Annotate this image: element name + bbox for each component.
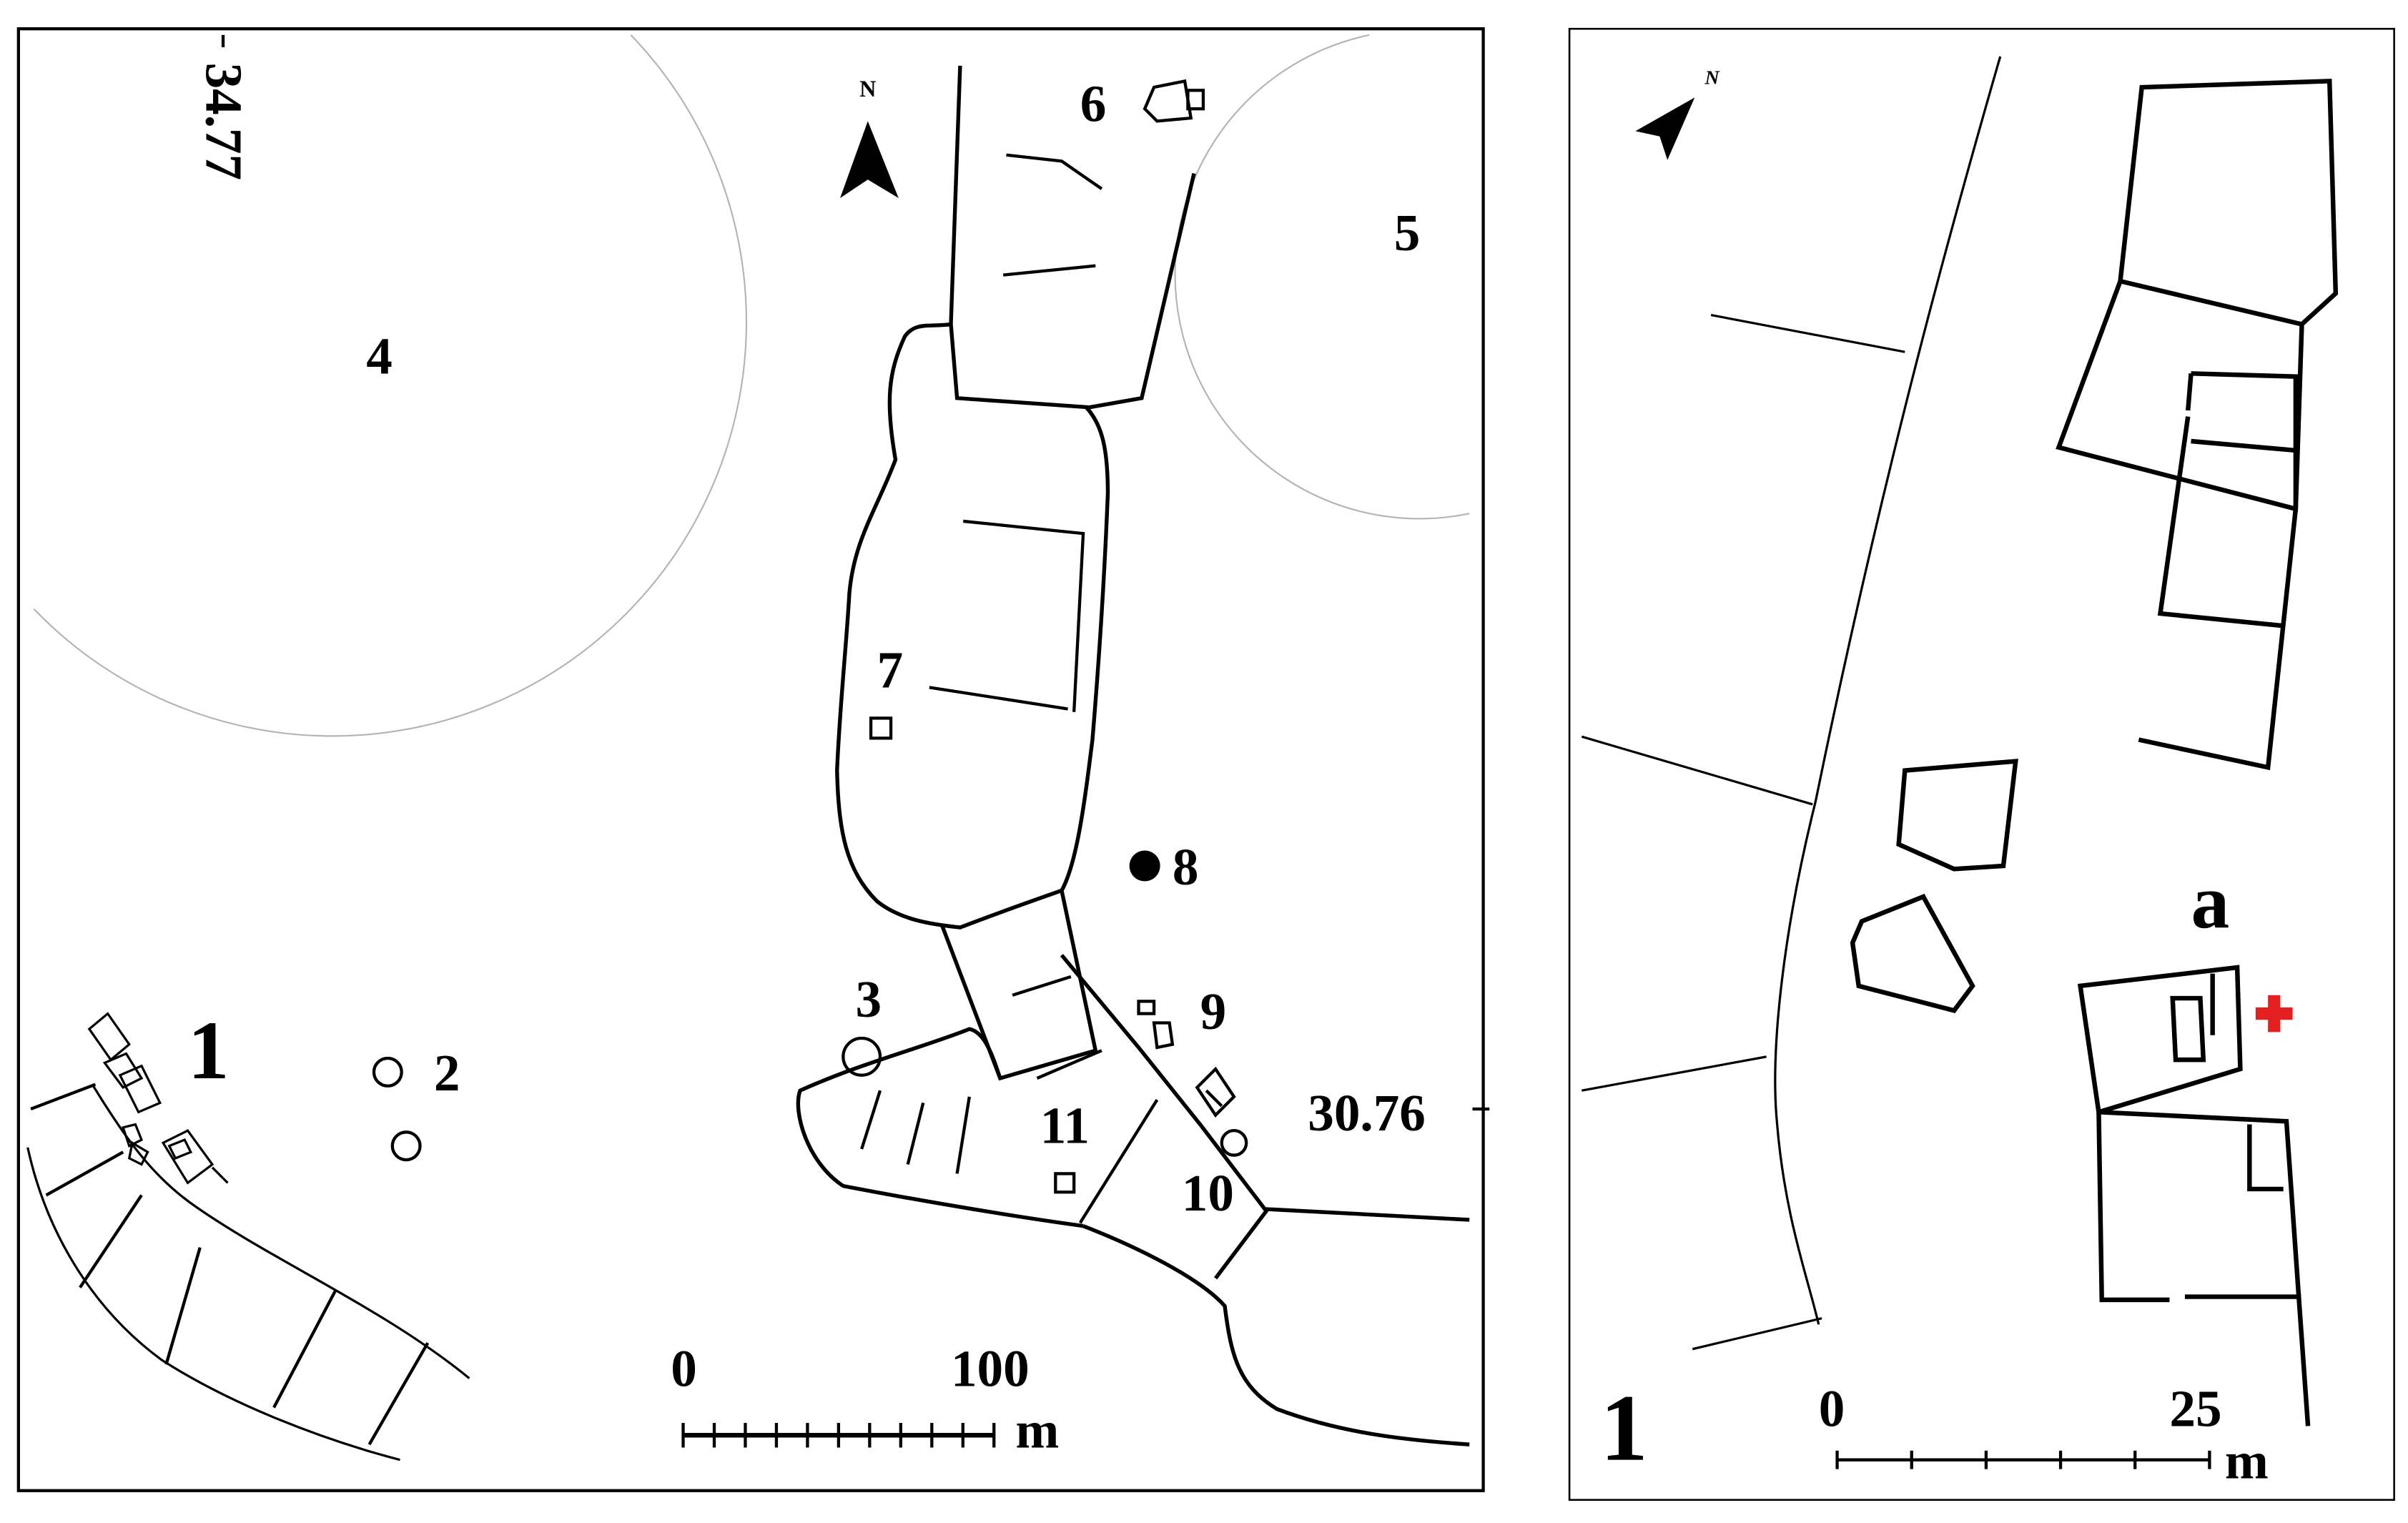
right-scale-bar: 0 25 m: [1819, 1379, 2269, 1489]
right-map-panel: N: [1568, 27, 2395, 1501]
site-label-8: 8: [1173, 838, 1199, 896]
site-features: [372, 79, 1248, 1194]
right-label-a: a: [2191, 859, 2230, 945]
north-arrow-icon: [840, 121, 899, 198]
left-map-panel: N 34.77 30.76: [16, 27, 1490, 1492]
left-scale-start: 0: [671, 1339, 697, 1397]
north-label: N: [859, 76, 876, 102]
circle-area-4: [33, 34, 748, 737]
right-panel-number: 1: [1600, 1375, 1648, 1481]
right-scale-start: 0: [1819, 1379, 1845, 1437]
right-building-outlines: [1850, 79, 2339, 1426]
site-label-6: 6: [1080, 74, 1107, 132]
coord-label-top: 34.77: [194, 63, 252, 181]
right-scale-end: 25: [2169, 1379, 2221, 1437]
north-arrow-icon: [1635, 97, 1695, 160]
circle-area-5: [1174, 34, 1470, 520]
left-scale-unit: m: [1015, 1401, 1059, 1459]
site-label-4: 4: [366, 327, 393, 385]
left-scale-bar: 0 100 m: [671, 1339, 1059, 1459]
site-label-5: 5: [1394, 204, 1421, 262]
site-label-7: 7: [877, 641, 904, 699]
right-road-lines: [1581, 56, 2002, 1351]
right-north-label: N: [1704, 67, 1721, 89]
site-8-marker: [1129, 850, 1160, 882]
site-label-3: 3: [856, 970, 882, 1028]
road-hatch-lines: [860, 153, 1159, 1224]
site-label-11: 11: [1040, 1096, 1090, 1154]
coord-label-right: 30.76: [1308, 1084, 1426, 1142]
site-label-2: 2: [434, 1044, 460, 1102]
site-label-10: 10: [1182, 1164, 1234, 1222]
right-scale-unit: m: [2225, 1432, 2269, 1490]
left-panel-frame: [16, 27, 1485, 1492]
red-cross-marker-icon: [2255, 995, 2293, 1032]
right-panel-frame: [1568, 27, 2395, 1501]
site-label-9: 9: [1200, 982, 1227, 1040]
site-1-strip: [26, 1012, 470, 1462]
left-scale-end: 100: [951, 1339, 1030, 1397]
site-label-1: 1: [188, 1005, 230, 1097]
road-outline: [796, 65, 1470, 1446]
